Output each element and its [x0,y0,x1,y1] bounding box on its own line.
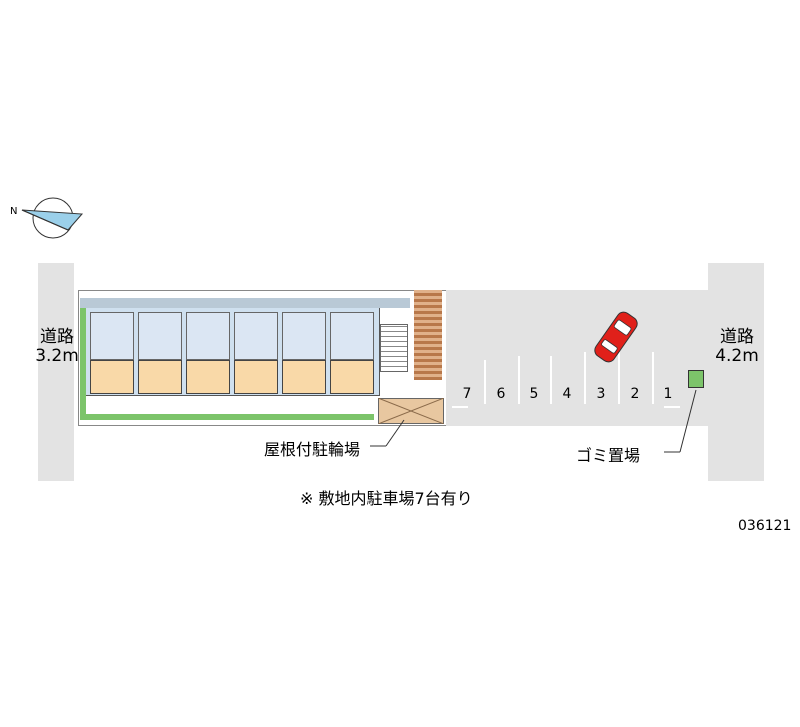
north-arrow-icon: N [10,197,84,239]
stall-line [550,356,552,404]
road-right-label: 道路 4.2m [715,327,759,366]
parking-space-3: 3 [596,386,606,402]
unit-room-1 [90,360,134,394]
parking-space-5: 5 [529,386,539,402]
parking-space-4: 4 [562,386,572,402]
stall-line [518,356,520,404]
hedge-left [80,308,86,418]
stall-line [618,352,620,404]
unit-top-5 [282,312,326,360]
unit-room-3 [186,360,230,394]
hedge-bottom [80,414,374,420]
svg-text:N: N [10,206,17,217]
unit-top-4 [234,312,278,360]
parking-lot [446,290,708,426]
car-icon [594,311,638,363]
bike-shelter-hatch [378,398,444,424]
stall-line [584,352,586,404]
unit-room-6 [330,360,374,394]
parking-note: ※ 敷地内駐車場7台有り [300,489,473,508]
parking-space-2: 2 [630,386,640,402]
unit-top-1 [90,312,134,360]
stall-line [652,352,654,404]
road-right [708,263,764,481]
building-roof [80,298,410,308]
unit-top-3 [186,312,230,360]
parking-space-6: 6 [496,386,506,402]
unit-top-2 [138,312,182,360]
unit-room-2 [138,360,182,394]
stall-line [484,360,486,404]
brick-path [414,290,442,380]
unit-top-6 [330,312,374,360]
unit-room-5 [282,360,326,394]
garbage-label: ゴミ置場 [576,446,641,465]
garbage-area [688,370,704,388]
unit-room-4 [234,360,278,394]
road-left-label: 道路 3.2m [35,327,79,366]
property-code: 036121 [738,518,792,534]
parking-space-1: 1 [663,386,673,402]
stairs [380,324,408,372]
stall-dash [452,406,468,408]
stall-dash [664,406,680,408]
road-left [38,263,74,481]
parking-space-7: 7 [462,386,472,402]
bike-shelter-label: 屋根付駐輪場 [264,440,361,459]
